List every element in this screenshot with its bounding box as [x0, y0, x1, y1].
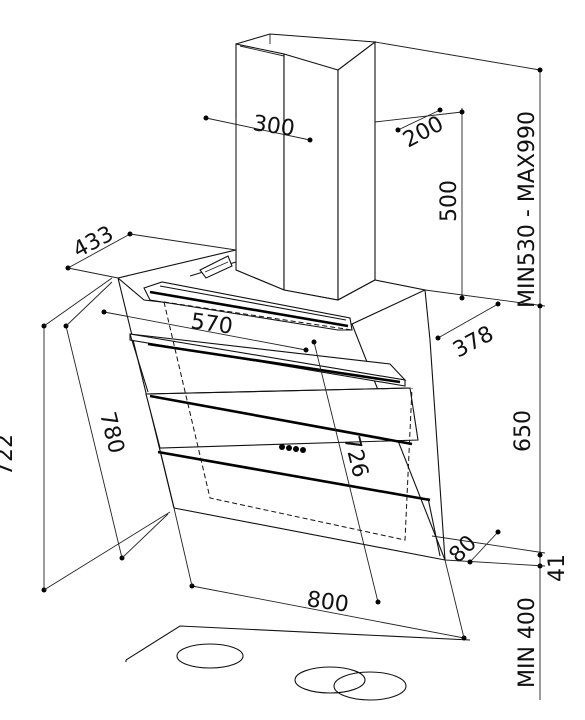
control-panel: [279, 444, 306, 453]
glass-panel-2: [145, 387, 419, 449]
glass-panel-1: [129, 333, 407, 393]
chimney: [235, 33, 376, 301]
canopy-top: [116, 249, 427, 331]
hidden-interior: [163, 301, 413, 541]
dim-left-height: 722: [0, 434, 18, 476]
dim-glass-slant-left: 780: [94, 409, 128, 456]
dim-chimney-height: 500: [437, 180, 462, 222]
glass-panel-3: [157, 449, 441, 557]
dim-total-height: MIN530 - MAX990: [515, 111, 540, 308]
dim-canopy-width: 570: [189, 309, 234, 340]
dim-chimney-depth: 200: [399, 112, 448, 154]
dim-bottom-depth: 80: [445, 531, 482, 568]
dimension-lines: [41, 41, 546, 700]
dim-top-depth: 433: [69, 222, 118, 264]
control-button-3[interactable]: [293, 446, 299, 452]
burner-mid: [294, 666, 366, 694]
dim-bottom-thickness: 41: [545, 554, 570, 582]
control-button-4[interactable]: [300, 447, 306, 453]
control-button-1[interactable]: [279, 444, 285, 450]
control-button-2[interactable]: [286, 445, 292, 451]
burner-right: [333, 671, 407, 701]
dim-overall-width: 800: [305, 587, 350, 618]
dim-chimney-width: 300: [251, 111, 296, 142]
cooktop: [125, 625, 471, 701]
dim-min-clearance: MIN 400: [515, 597, 540, 688]
dim-body-height: 650: [511, 410, 536, 452]
burner-left: [176, 643, 244, 669]
